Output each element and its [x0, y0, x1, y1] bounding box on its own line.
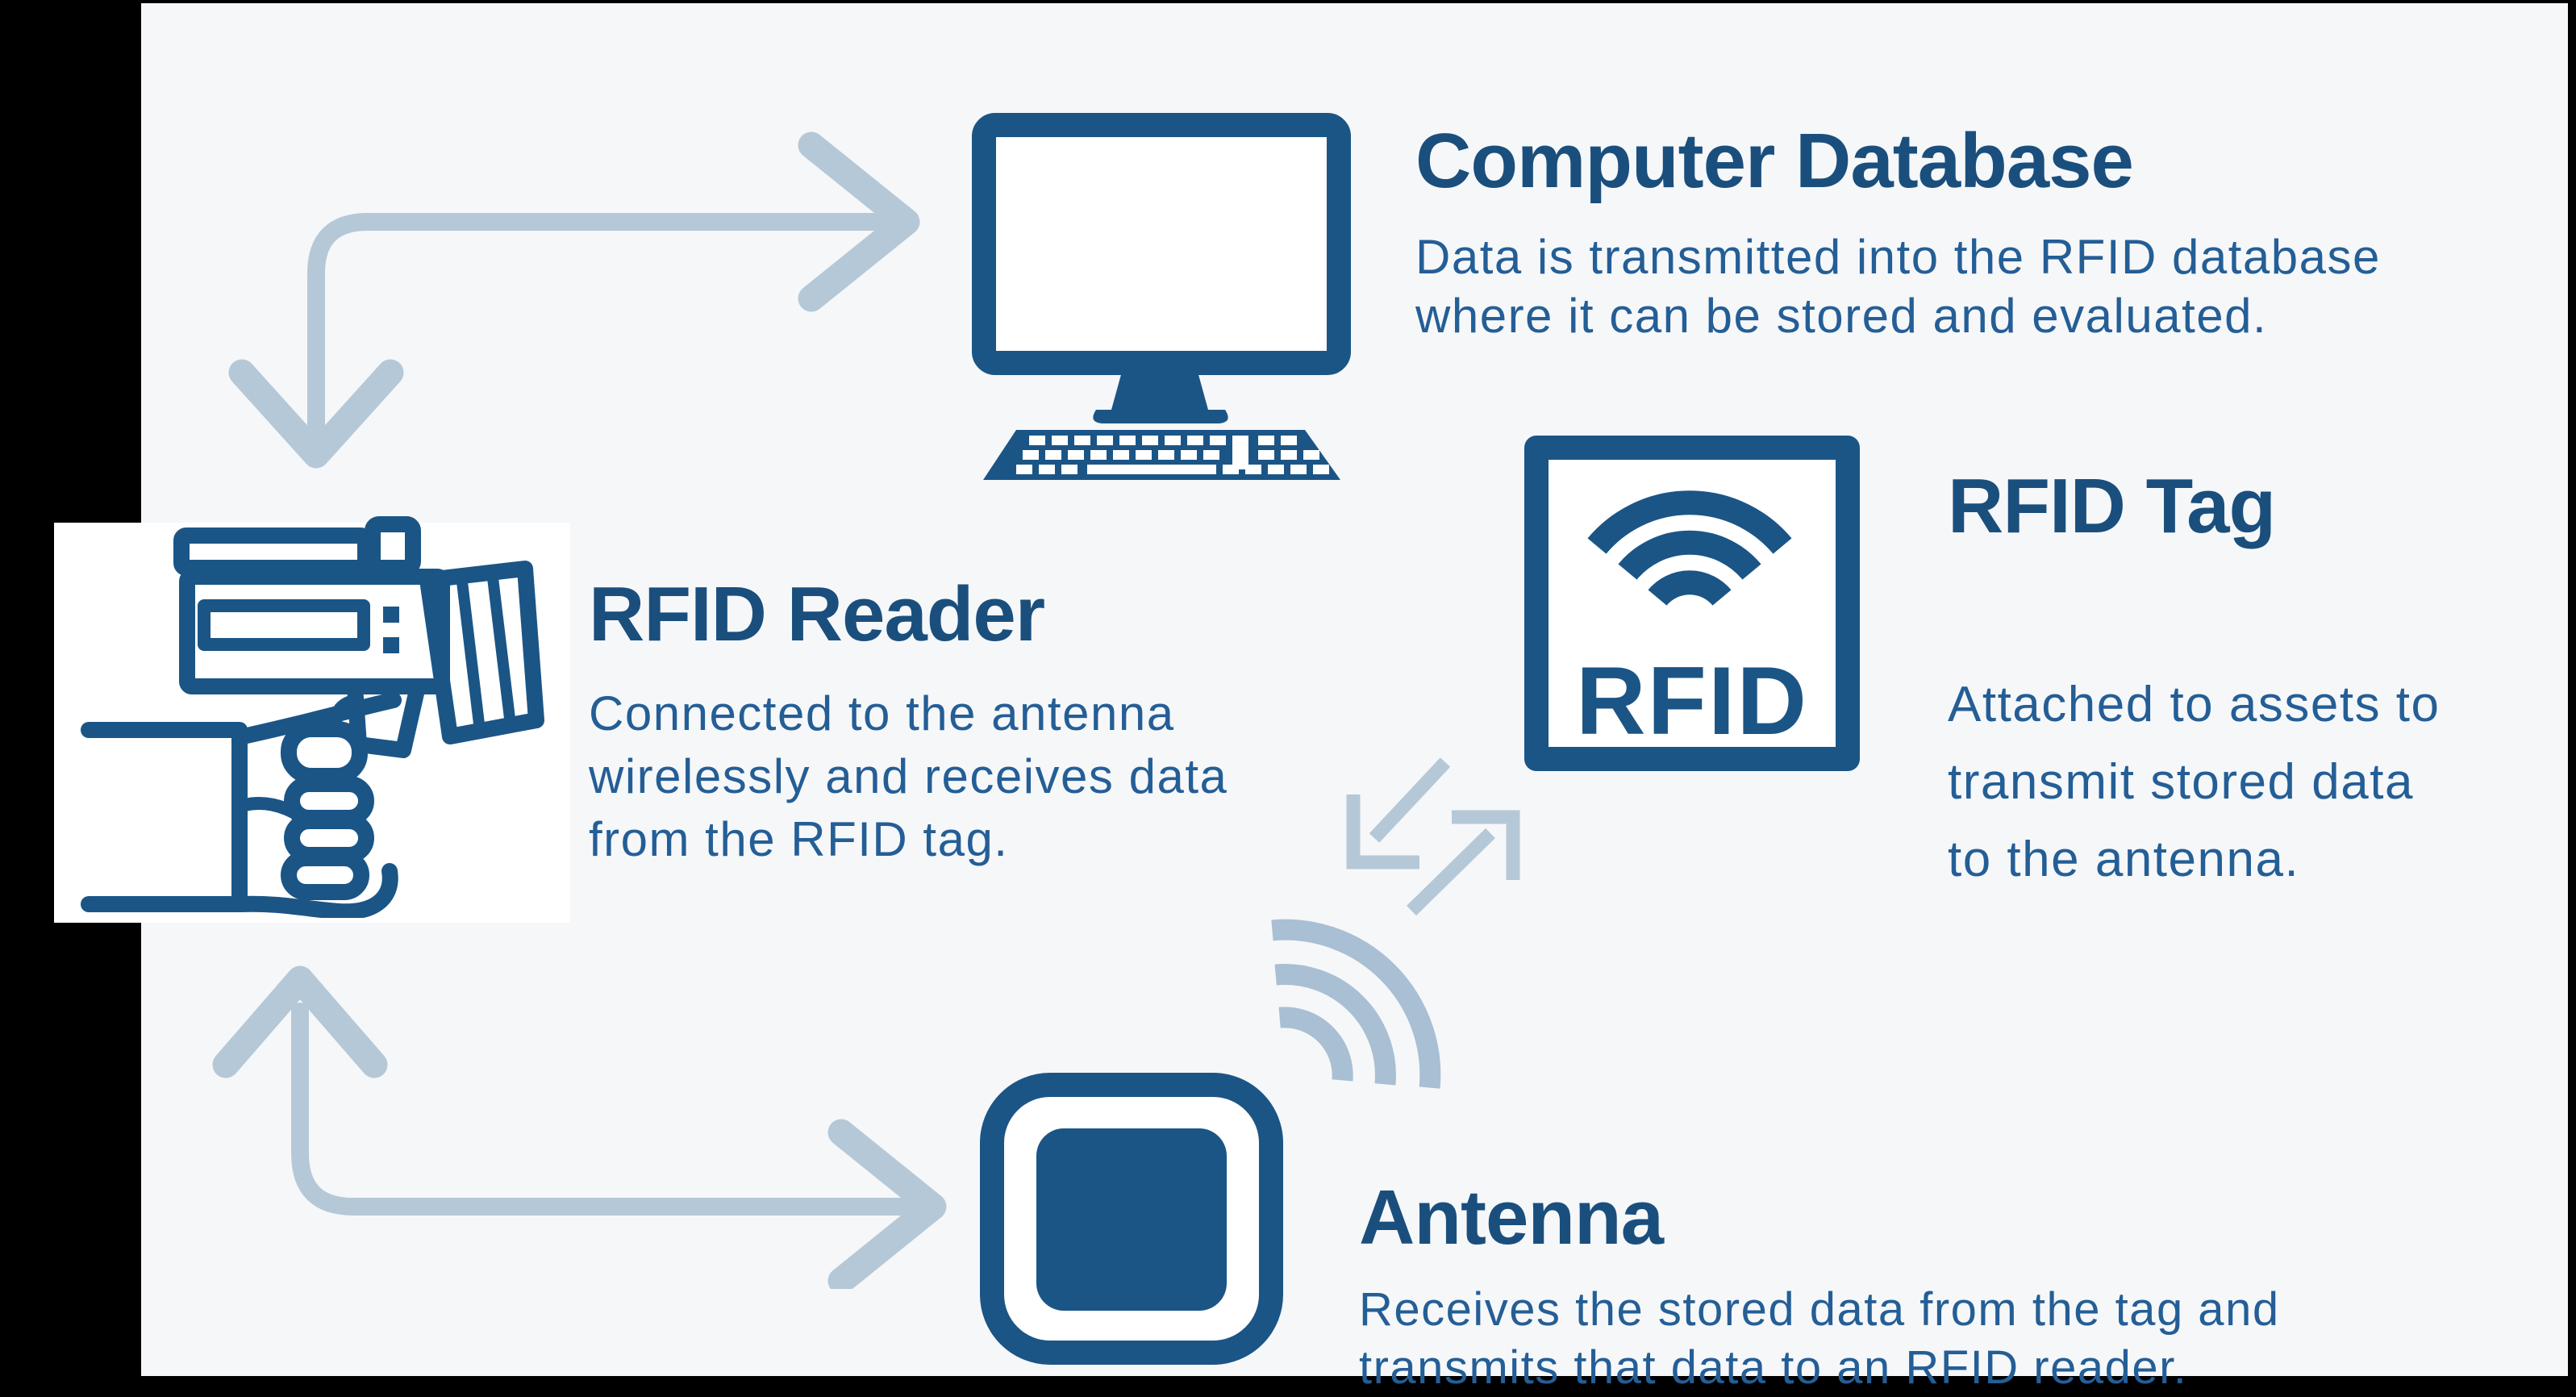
database-title: Computer Database — [1415, 118, 2134, 204]
antenna-title: Antenna — [1359, 1174, 1664, 1261]
antenna-icon — [980, 919, 1441, 1365]
hand — [231, 692, 402, 918]
antenna-section: Antenna Receives the stored data from th… — [1359, 1176, 2280, 1397]
database-section: Computer Database Data is transmitted in… — [1415, 119, 2381, 345]
tag-section: RFID Tag Attached to assets to transmit … — [1948, 465, 2441, 899]
wifi-icon — [1587, 490, 1792, 607]
scanner-body — [179, 569, 450, 694]
reader-database-elbow-arrow — [228, 131, 920, 469]
description-line: where it can be stored and evaluated. — [1415, 288, 2268, 343]
tag-antenna-diagonal-arrows — [1346, 757, 1520, 916]
tag-label: RFID — [1576, 647, 1808, 755]
database-description: Data is transmitted into the RFID databa… — [1415, 227, 2381, 345]
keyboard — [983, 430, 1340, 480]
scanner-top-bar — [173, 528, 373, 576]
tag-description: Attached to assets to transmit stored da… — [1948, 666, 2441, 899]
description-line: from the RFID tag. — [589, 811, 1009, 866]
description-line: Connected to the antenna — [589, 686, 1175, 740]
description-line: transmit stored data — [1948, 753, 2414, 810]
desktop-computer-icon — [972, 113, 1351, 480]
antenna-panel — [1036, 1128, 1227, 1311]
arrowhead-down-left-icon — [1346, 794, 1419, 869]
monitor-stand — [1093, 363, 1228, 423]
monitor-screen — [972, 113, 1351, 375]
reader-description: Connected to the antenna wirelessly and … — [589, 682, 1228, 871]
arrowhead-down-icon — [228, 359, 404, 469]
scanner-sight — [365, 516, 421, 576]
tag-to-antenna-diagonal-arrow — [1346, 757, 1451, 869]
description-line: transmits that data to an RFID reader. — [1359, 1341, 2188, 1394]
scanner-window — [198, 599, 370, 651]
arrowhead-right-icon — [827, 1119, 947, 1289]
arrowhead-up-icon — [212, 965, 388, 1078]
antenna-to-tag-diagonal-arrow — [1407, 810, 1520, 916]
description-line: Attached to assets to — [1948, 676, 2441, 732]
arrowhead-right-icon — [798, 131, 920, 312]
arrowhead-up-right-icon — [1452, 810, 1520, 880]
tag-title: RFID Tag — [1948, 463, 2276, 549]
reader-title: RFID Reader — [589, 571, 1045, 657]
description-line: Data is transmitted into the RFID databa… — [1415, 229, 2381, 284]
rfid-tag-icon: RFID — [1524, 436, 1860, 771]
sleeve-cuff — [81, 722, 248, 912]
reader-antenna-elbow-arrow — [212, 965, 947, 1289]
description-line: Receives the stored data from the tag an… — [1359, 1282, 2280, 1336]
handheld-scanner-icon — [81, 516, 544, 918]
description-line: to the antenna. — [1948, 831, 2300, 887]
antenna-description: Receives the stored data from the tag an… — [1359, 1281, 2280, 1397]
reader-section: RFID Reader Connected to the antenna wir… — [589, 573, 1228, 871]
description-line: wirelessly and receives data — [589, 749, 1228, 803]
signal-waves-icon — [1271, 919, 1441, 1089]
